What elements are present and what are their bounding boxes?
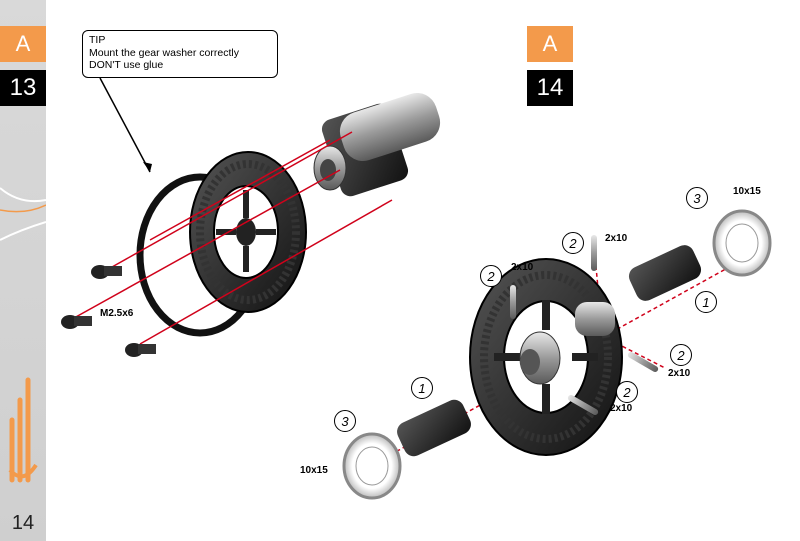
screw-icon — [125, 343, 156, 357]
bearing-size-label: 10x15 — [733, 186, 761, 197]
section-tab-14: A — [527, 26, 573, 62]
spur-gear-13 — [189, 151, 307, 313]
tip-box: TIP Mount the gear washer correctly DON'… — [82, 30, 278, 78]
sidebar-decoration — [0, 187, 46, 483]
part-callout: 2 — [670, 344, 692, 366]
tip-line-2: DON'T use glue — [89, 59, 164, 71]
part-callout: 3 — [334, 410, 356, 432]
bearing-icon — [712, 209, 772, 277]
sidebar: A 13 14 — [0, 0, 46, 541]
section-label: A — [15, 31, 31, 56]
screw-icon — [61, 315, 92, 329]
step-number: 13 — [9, 74, 37, 101]
part-callout: 1 — [411, 377, 433, 399]
pin-size-label: 2x10 — [610, 403, 633, 414]
outdrive-icon — [628, 245, 702, 301]
diff-hub-13 — [313, 92, 441, 197]
pin-icon — [591, 235, 597, 271]
pin-icon — [510, 285, 516, 319]
bearing-size-label: 10x15 — [300, 465, 328, 476]
pin-icon — [627, 352, 659, 372]
section-label: A — [542, 31, 558, 56]
part-callout: 2 — [562, 232, 584, 254]
page-number: 14 — [11, 512, 35, 534]
brand-logo-icon — [8, 377, 38, 483]
outdrive-icon — [397, 399, 471, 457]
tip-arrow — [99, 77, 151, 173]
tip-line-1: Mount the gear washer correctly — [89, 46, 239, 59]
section-tab: A — [0, 26, 46, 62]
screw-size-label: M2.5x6 — [100, 308, 134, 319]
bearing-icon — [342, 432, 402, 500]
screw-icon — [91, 265, 122, 279]
part-callout: 1 — [695, 291, 717, 313]
step-number-tab-14: 14 — [527, 70, 573, 106]
spur-gear-14 — [469, 258, 623, 456]
pin-icon — [567, 395, 599, 415]
step-number-tab: 13 — [0, 70, 46, 106]
guide-lines-13 — [73, 131, 393, 345]
part-callout: 2 — [616, 381, 638, 403]
part-callout: 3 — [686, 187, 708, 209]
part-callout: 2 — [480, 265, 502, 287]
pin-size-label: 2x10 — [605, 233, 628, 244]
tip-title: TIP — [89, 34, 106, 46]
step-number: 14 — [536, 74, 564, 101]
pin-size-label: 2x10 — [511, 262, 534, 273]
pin-size-label: 2x10 — [668, 368, 691, 379]
